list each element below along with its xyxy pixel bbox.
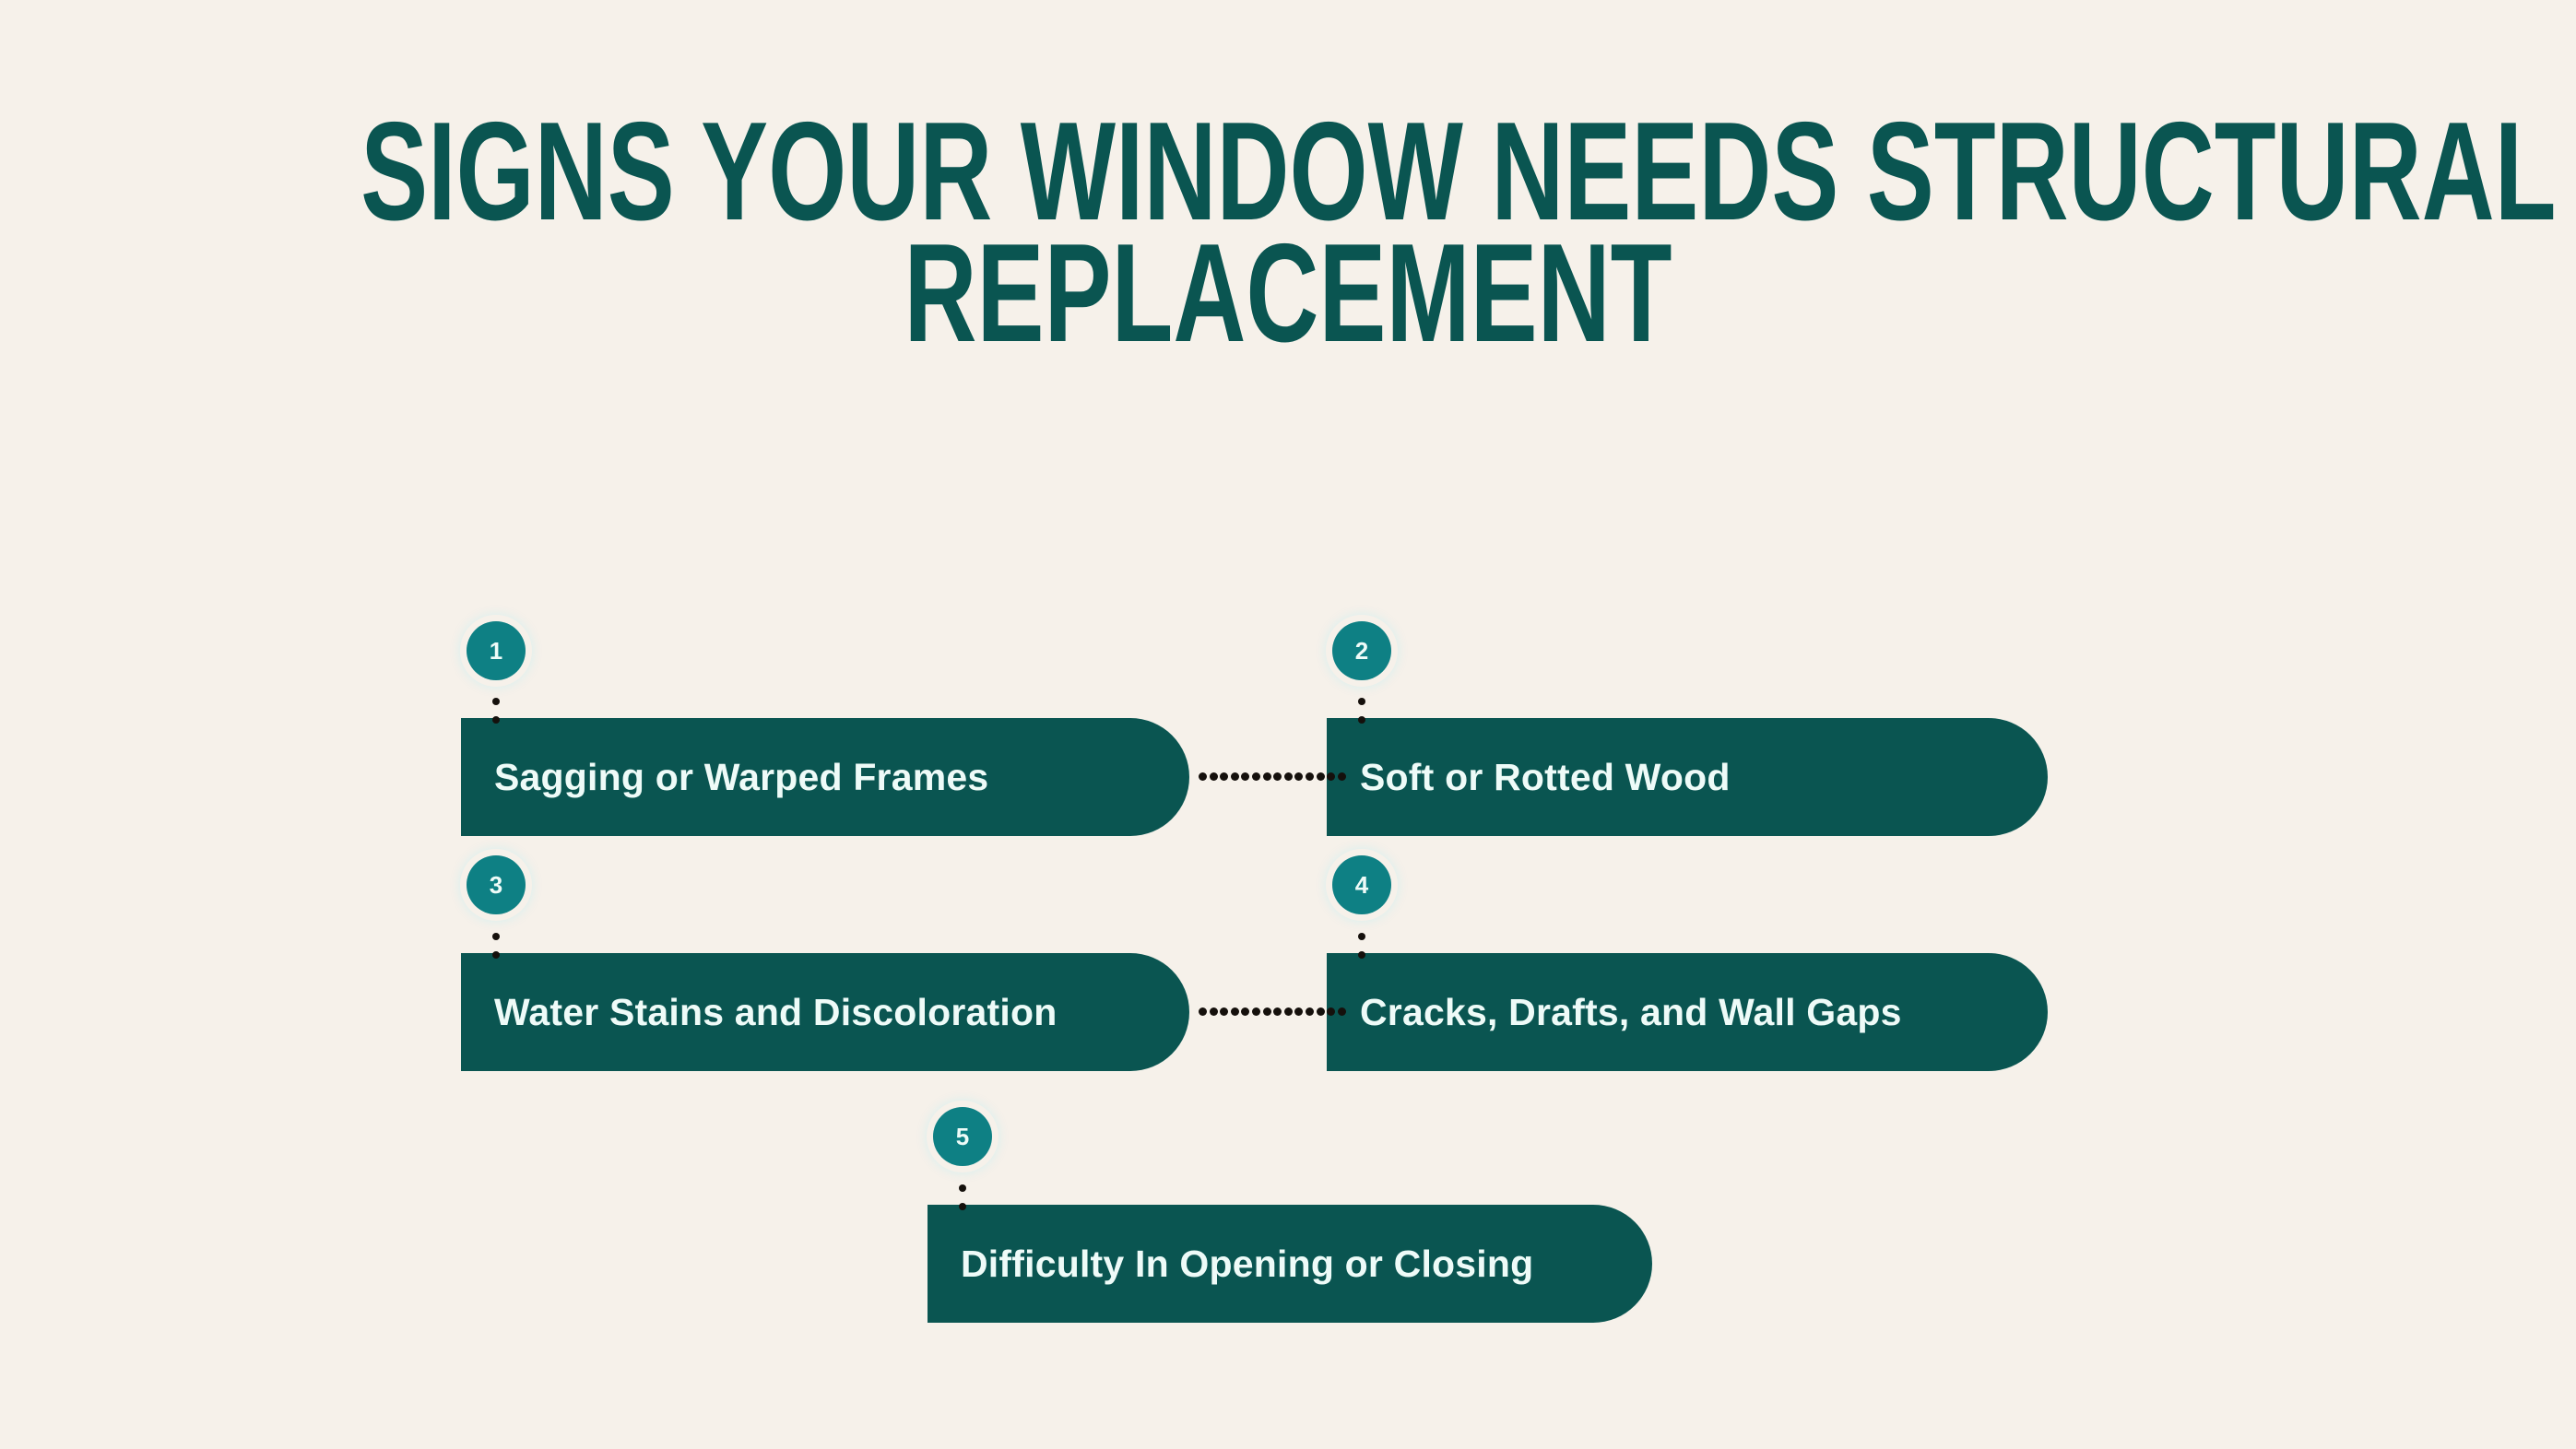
title-line-2: Replacement [904, 215, 1672, 371]
connector-dot [1199, 1007, 1207, 1016]
step-badge-2[interactable]: 2 [1332, 621, 1391, 680]
connector-dot [1220, 772, 1229, 781]
stem-step-3 [492, 933, 500, 959]
step-label-3: Water Stains and Discoloration [494, 991, 1058, 1033]
page-title: Signs Your Window Needs Structural Repla… [0, 93, 2576, 371]
stem-dot [959, 1203, 966, 1210]
step-pill-1[interactable]: Sagging or Warped Frames [461, 718, 1189, 836]
step-badge-number: 4 [1354, 871, 1369, 899]
stem-dot [959, 1184, 966, 1192]
connector-step1-step2 [1199, 772, 1346, 781]
connector-dot [1252, 1007, 1261, 1016]
connector-dot [1337, 1007, 1346, 1016]
connector-dot [1230, 1007, 1239, 1016]
connector-dot [1306, 1007, 1315, 1016]
connector-dot [1209, 772, 1218, 781]
stem-dot [1358, 933, 1365, 940]
connector-dot [1209, 1007, 1218, 1016]
step-pill-5[interactable]: Difficulty In Opening or Closing [928, 1205, 1652, 1323]
stem-dot [492, 716, 500, 724]
connector-dot [1327, 1007, 1336, 1016]
connector-dot [1337, 772, 1346, 781]
connector-dot [1327, 772, 1336, 781]
step-pill-3[interactable]: Water Stains and Discoloration [461, 953, 1189, 1071]
connector-dot [1262, 1007, 1271, 1016]
step-badge-1[interactable]: 1 [467, 621, 526, 680]
connector-dot [1273, 772, 1282, 781]
step-pill-2[interactable]: Soft or Rotted Wood [1327, 718, 2048, 836]
stem-step-5 [959, 1184, 966, 1210]
stem-dot [1358, 698, 1365, 705]
connector-dot [1316, 1007, 1325, 1016]
connector-step3-step4 [1199, 1007, 1346, 1016]
step-badge-4[interactable]: 4 [1332, 855, 1391, 914]
connector-dot [1294, 772, 1304, 781]
step-pill-4[interactable]: Cracks, Drafts, and Wall Gaps [1327, 953, 2048, 1071]
title-line-1: Signs Your Window Needs Structural [360, 93, 2557, 250]
stem-dot [492, 698, 500, 705]
stem-step-4 [1358, 933, 1365, 959]
connector-dot [1241, 772, 1250, 781]
step-badge-3[interactable]: 3 [467, 855, 526, 914]
connector-dot [1306, 772, 1315, 781]
step-label-1: Sagging or Warped Frames [494, 756, 989, 798]
step-label-4: Cracks, Drafts, and Wall Gaps [1360, 991, 1902, 1033]
stem-dot [1358, 951, 1365, 959]
connector-dot [1220, 1007, 1229, 1016]
step-badge-number: 3 [489, 871, 503, 899]
step-badge-number: 1 [489, 637, 503, 665]
connector-dot [1241, 1007, 1250, 1016]
step-badge-5[interactable]: 5 [933, 1107, 992, 1166]
step-label-2: Soft or Rotted Wood [1360, 756, 1731, 798]
connector-dot [1230, 772, 1239, 781]
step-badge-number: 5 [955, 1123, 970, 1150]
stem-dot [1358, 716, 1365, 724]
stem-dot [492, 951, 500, 959]
step-label-5: Difficulty In Opening or Closing [961, 1243, 1534, 1285]
stem-step-1 [492, 698, 500, 724]
connector-dot [1262, 772, 1271, 781]
connector-dot [1283, 772, 1293, 781]
connector-dot [1294, 1007, 1304, 1016]
connector-dot [1283, 1007, 1293, 1016]
step-badge-number: 2 [1354, 637, 1369, 665]
stem-dot [492, 933, 500, 940]
connector-dot [1316, 772, 1325, 781]
connector-dot [1199, 772, 1207, 781]
connector-dot [1252, 772, 1261, 781]
stem-step-2 [1358, 698, 1365, 724]
connector-dot [1273, 1007, 1282, 1016]
